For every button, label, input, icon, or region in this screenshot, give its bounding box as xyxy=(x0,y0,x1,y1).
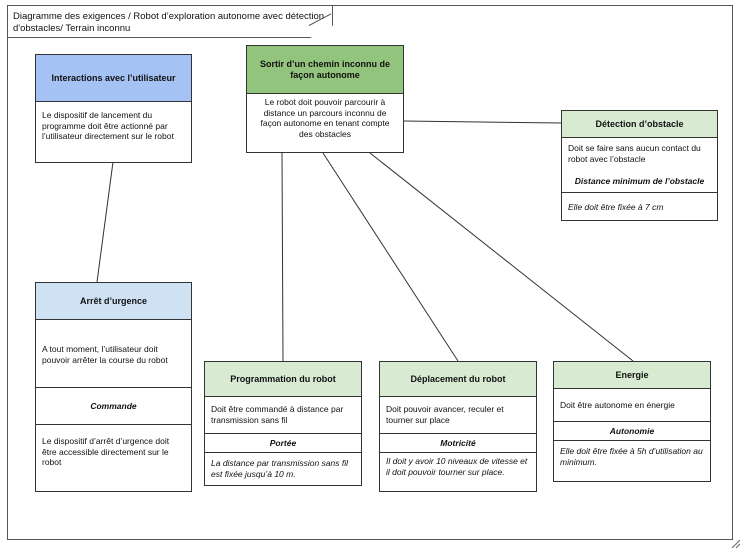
block-detection[interactable]: Détection d’obstacle Doit se faire sans … xyxy=(561,110,718,221)
block-energie-title: Energie xyxy=(554,362,710,389)
block-sortir-title: Sortir d’un chemin inconnu de façon auto… xyxy=(247,46,403,94)
block-detection-text: Doit se faire sans aucun contact du robo… xyxy=(568,143,701,164)
block-programmation-section: Portée xyxy=(205,433,361,453)
block-deplacement-section: Motricité xyxy=(380,433,536,453)
block-interactions[interactable]: Interactions avec l’utilisateur Le dispo… xyxy=(35,54,192,163)
block-energie-text: Doit être autonome en énergie xyxy=(560,400,675,410)
block-deplacement[interactable]: Déplacement du robot Doit pouvoir avance… xyxy=(379,361,537,492)
block-programmation-text: Doit être commandé à distance par transm… xyxy=(211,404,344,425)
block-programmation-value: La distance par transmission sans fil es… xyxy=(211,458,349,479)
diagram-frame xyxy=(7,5,733,540)
block-detection-section: Distance minimum de l’obstacle xyxy=(562,169,717,193)
resize-grip-icon[interactable] xyxy=(731,539,740,548)
block-arret-value: Le dispositif d’arrêt d’urgence doit êtr… xyxy=(42,436,170,468)
link-sortir-detection xyxy=(402,120,563,124)
block-arret-section: Commande xyxy=(36,387,191,425)
link-sortir-deplacement xyxy=(322,152,459,362)
block-energie-section: Autonomie xyxy=(554,421,710,441)
link-interactions-arret xyxy=(96,161,114,283)
block-sortir[interactable]: Sortir d’un chemin inconnu de façon auto… xyxy=(246,45,404,153)
block-deplacement-title: Déplacement du robot xyxy=(380,362,536,397)
block-energie[interactable]: Energie Doit être autonome en énergie Au… xyxy=(553,361,711,482)
block-arret[interactable]: Arrêt d’urgence A tout moment, l’utilisa… xyxy=(35,282,192,492)
link-sortir-programmation xyxy=(281,152,284,362)
diagram-title: Diagramme des exigences / Robot d’explor… xyxy=(7,5,333,38)
block-sortir-text: Le robot doit pouvoir parcourir à distan… xyxy=(260,97,390,139)
block-energie-value: Elle doit être fixée à 5h d’utilisation … xyxy=(560,446,703,467)
block-arret-text: A tout moment, l’utilisateur doit pouvoi… xyxy=(42,344,168,365)
link-sortir-energie xyxy=(369,152,634,362)
block-deplacement-value: Il doit y avoir 10 niveaux de vitesse et… xyxy=(386,456,528,477)
block-programmation[interactable]: Programmation du robot Doit être command… xyxy=(204,361,362,486)
block-interactions-title: Interactions avec l’utilisateur xyxy=(36,55,191,102)
block-detection-title: Détection d’obstacle xyxy=(562,111,717,138)
block-deplacement-text: Doit pouvoir avancer, reculer et tourner… xyxy=(386,404,504,425)
block-detection-value: Elle doit être fixée à 7 cm xyxy=(568,202,664,212)
block-interactions-text: Le dispositif de lancement du programme … xyxy=(42,110,174,142)
block-programmation-title: Programmation du robot xyxy=(205,362,361,397)
block-arret-title: Arrêt d’urgence xyxy=(36,283,191,320)
